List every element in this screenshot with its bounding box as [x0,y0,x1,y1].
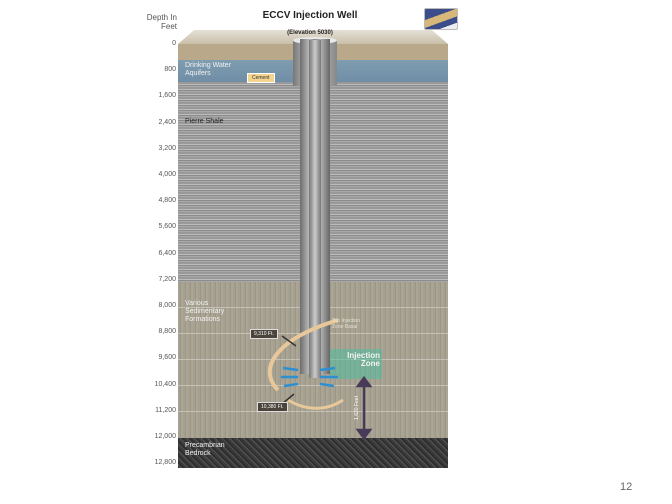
elevation-label: (Elevation 5030) [287,30,333,36]
logo [424,8,458,30]
injection-zone-label: Injection Zone [347,351,380,368]
depth-tick-label: 3,200 [158,144,176,152]
flow-arrow-icon [282,366,299,372]
depth-tick-label: 10,400 [154,380,176,388]
bedrock-label: Precambrian Bedrock [185,442,225,457]
depth-tick-label: 6,400 [158,249,176,257]
diagram-title: ECCV Injection Well [262,10,358,21]
depth-tick-label: 8,800 [158,328,176,336]
cement-tag: Cement [247,73,275,83]
depth-gridline [178,385,448,386]
plume-arc [287,398,344,410]
depth-tick-label: 5,600 [158,223,176,231]
aquifer-label: Drinking Water Aquifers [185,62,232,77]
separation-label: 1,620 Feet [353,396,360,420]
depth-axis-title: Depth In Feet [146,13,177,31]
flow-arrows [267,318,373,440]
flow-arrow-icon [319,366,336,372]
bottom-depth-tag: 10,380 Ft. [257,402,288,412]
depth-tick-label: 0 [172,40,176,47]
depth-tick-label: 12,800 [154,459,176,467]
shale-label: Pierre Shale [185,118,224,125]
depth-tick-label: 8,000 [158,302,176,309]
depth-tick-label: 12,000 [154,433,176,440]
depth-tick-label: 1,600 [158,92,176,100]
plume-arc [267,318,339,392]
zone-base-label: Top Injection Zone Basal [332,318,361,330]
flow-arrow-icon [319,382,335,388]
page-number: 12 [620,481,633,493]
top-depth-tag: 9,310 Ft. [250,329,278,339]
depth-tick-label: 4,800 [158,197,176,205]
depth-gridline [178,411,448,412]
depth-tick-label: 4,000 [158,171,176,178]
depth-tick-label: 800 [164,66,176,74]
depth-tick-label: 7,200 [158,275,176,283]
depth-tick-label: 2,400 [158,118,176,126]
depth-tick-label: 11,200 [155,406,176,414]
leader-line [281,335,297,347]
sedimentary-label: Various Sedimentary Formations [185,300,225,323]
injection-zone-box [330,349,382,379]
depth-tick-label: 9,600 [158,354,176,362]
flow-arrow-icon [283,382,299,388]
bedrock-layer [178,438,448,468]
inner-tubing [309,40,321,378]
